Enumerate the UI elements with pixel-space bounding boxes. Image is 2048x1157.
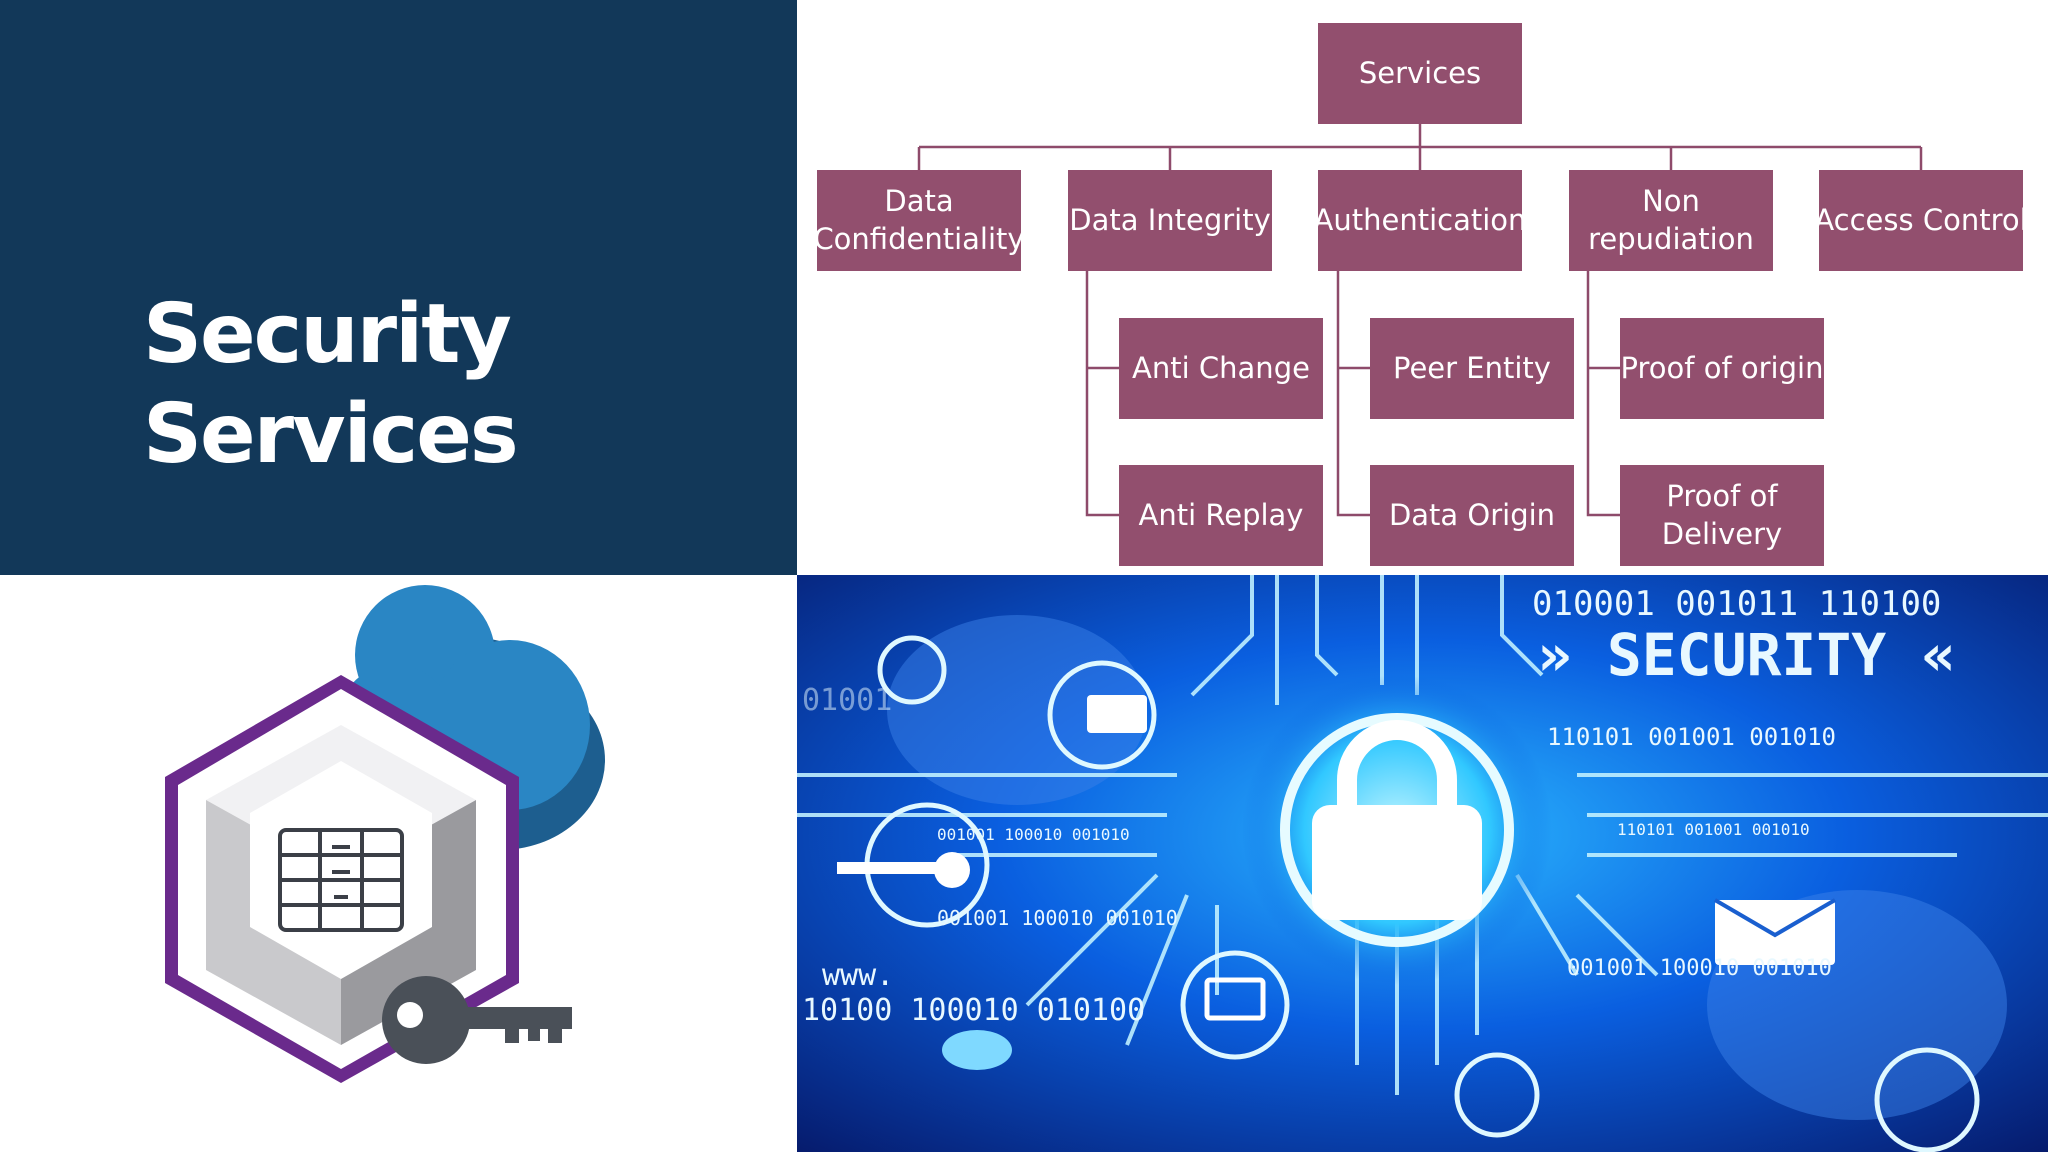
diagram-connectors <box>917 124 1923 517</box>
laptop-icon <box>1204 977 1266 1021</box>
node-access-control: Access Control <box>1814 170 2028 271</box>
node-authentication-label: Authentication <box>1314 203 1527 237</box>
node-proof-of-origin-label: Proof of origin <box>1621 351 1824 385</box>
credit-card-icon <box>1087 695 1147 733</box>
cloud-small-icon <box>942 1030 1012 1070</box>
padlock-icon <box>1242 675 1552 985</box>
node-services-label: Services <box>1359 56 1481 90</box>
node-proof-of-origin: Proof of origin <box>1620 318 1824 419</box>
binary-row-6: 001001 100010 001010 <box>1567 956 1832 981</box>
small-key-icon <box>837 852 970 888</box>
node-proof-of-delivery-line1: Proof of <box>1666 479 1778 513</box>
www-text: www. <box>822 958 894 993</box>
node-peer-entity-label: Peer Entity <box>1393 351 1551 385</box>
node-non-repudiation-line2: repudiation <box>1588 222 1754 256</box>
node-data-origin: Data Origin <box>1370 465 1574 566</box>
diagram-canvas: Services Data Confidentiality Data Integ… <box>813 23 2028 566</box>
node-proof-of-delivery-line2: Delivery <box>1662 517 1782 551</box>
node-anti-replay: Anti Replay <box>1119 465 1323 566</box>
node-data-confidentiality-line1: Data <box>884 184 953 218</box>
binary-row-5: 001001 100010 001010 <box>937 906 1178 930</box>
binary-row-2: 110101 001001 001010 <box>1547 723 1836 751</box>
node-data-integrity-label: Data Integrity <box>1069 203 1271 237</box>
hexagon-cloud-key-icon <box>165 585 605 1083</box>
globe-left <box>887 615 1147 805</box>
slide-title-line2: Services <box>143 387 519 482</box>
cyber-security-illustration: 010001 001011 110100 » SECURITY « 110101… <box>797 575 2048 1152</box>
binary-top: 010001 001011 110100 <box>1532 584 1941 624</box>
node-anti-change: Anti Change <box>1119 318 1323 419</box>
binary-row-4: 001001 100010 001010 <box>937 825 1130 844</box>
services-diagram: Services Data Confidentiality Data Integ… <box>797 0 2048 575</box>
binary-left: 01001 <box>802 683 892 718</box>
node-data-integrity: Data Integrity <box>1068 170 1272 271</box>
circuit-nodes <box>864 635 1980 1152</box>
node-anti-replay-label: Anti Replay <box>1139 498 1304 532</box>
node-anti-change-label: Anti Change <box>1132 351 1310 385</box>
node-peer-entity: Peer Entity <box>1370 318 1574 419</box>
node-services: Services <box>1318 23 1522 124</box>
node-access-control-label: Access Control <box>1814 203 2027 237</box>
node-data-confidentiality-line2: Confidentiality <box>813 222 1024 256</box>
title-panel: Security Services <box>0 0 797 575</box>
node-authentication: Authentication <box>1314 170 1527 271</box>
binary-text: 010001 001011 110100 » SECURITY « 110101… <box>802 584 1956 1028</box>
node-non-repudiation-line1: Non <box>1642 184 1700 218</box>
circuit-lock-image: 010001 001011 110100 » SECURITY « 110101… <box>797 575 2048 1152</box>
server-icon <box>278 828 404 932</box>
node-non-repudiation: Non repudiation <box>1569 170 1773 271</box>
security-banner: » SECURITY « <box>1537 621 1956 689</box>
cloud-security-illustration <box>0 575 797 1152</box>
slide-title: Security Services <box>143 285 519 485</box>
node-proof-of-delivery: Proof of Delivery <box>1620 465 1824 566</box>
slide-title-line1: Security <box>143 287 512 382</box>
node-data-confidentiality: Data Confidentiality <box>813 170 1025 271</box>
binary-row-7: 10100 100010 010100 <box>802 993 1145 1028</box>
node-data-origin-label: Data Origin <box>1389 498 1555 532</box>
key-icon <box>382 976 572 1064</box>
binary-row-3: 110101 001001 001010 <box>1617 820 1810 839</box>
